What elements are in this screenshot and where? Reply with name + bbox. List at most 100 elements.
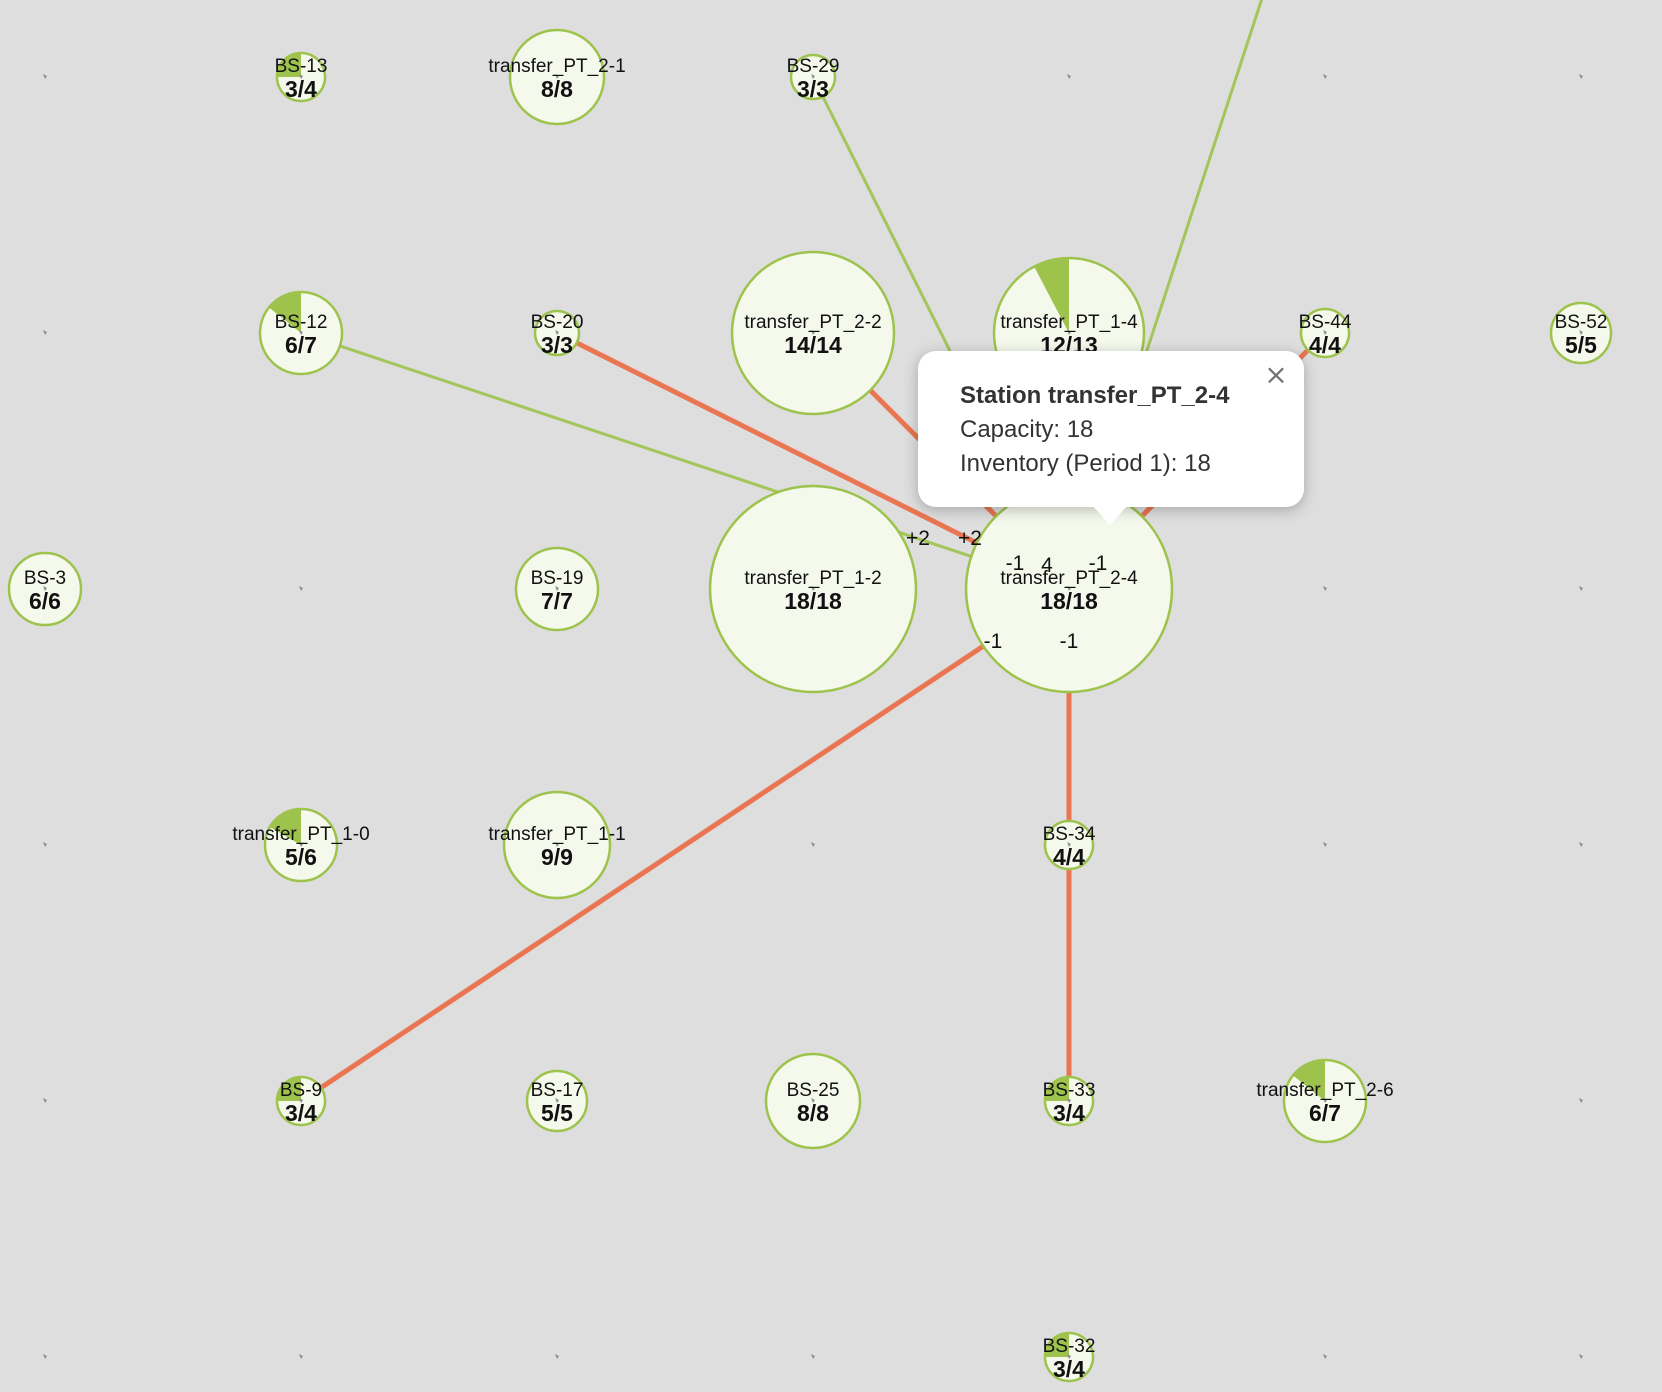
location-marker-icon (43, 74, 47, 79)
station-popup: × Station transfer_PT_2-4 Capacity: 18 I… (918, 351, 1304, 507)
station-count: 18/18 (1040, 588, 1098, 614)
marker-layer (43, 74, 1583, 1359)
flow-label: -1 (1006, 552, 1025, 575)
station-count: 6/7 (1309, 1100, 1341, 1126)
station-count: 8/8 (541, 76, 573, 102)
location-marker-icon (1323, 586, 1327, 591)
station-transfer_PT_2-1[interactable]: transfer_PT_2-18/8 (488, 28, 626, 126)
station-name: BS-34 (1043, 824, 1096, 845)
location-marker-icon (299, 1354, 303, 1359)
location-marker-icon (811, 1354, 815, 1359)
location-marker-icon (555, 1098, 559, 1103)
location-marker-icon (299, 842, 303, 847)
location-marker-icon (1323, 1098, 1327, 1103)
location-marker-icon (555, 586, 559, 591)
location-marker-icon (811, 842, 815, 847)
station-transfer_PT_1-0[interactable]: transfer_PT_1-05/6 (232, 807, 370, 883)
station-BS-34[interactable]: BS-344/4 (1043, 819, 1096, 871)
location-marker-icon (811, 74, 815, 79)
station-transfer_PT_1-1[interactable]: transfer_PT_1-19/9 (488, 790, 626, 900)
station-BS-20[interactable]: BS-203/3 (531, 309, 584, 358)
station-count: 5/5 (1565, 332, 1597, 358)
station-count: 9/9 (541, 844, 573, 870)
location-marker-icon (1323, 1354, 1327, 1359)
vacancy-wedge (1034, 258, 1069, 333)
popup-inventory: Inventory (Period 1): 18 (960, 450, 1211, 477)
station-name: BS-17 (531, 1080, 584, 1101)
station-count: 14/14 (784, 332, 842, 358)
station-name: transfer_PT_2-4 (1000, 568, 1138, 589)
location-marker-icon (1067, 842, 1071, 847)
location-marker-icon (555, 842, 559, 847)
station-BS-12[interactable]: BS-126/7 (258, 290, 344, 376)
station-BS-33[interactable]: BS-333/4 (1043, 1075, 1096, 1127)
station-BS-25[interactable]: BS-258/8 (764, 1052, 862, 1150)
station-name: BS-12 (275, 312, 328, 333)
station-name: BS-33 (1043, 1080, 1096, 1101)
station-name: BS-9 (280, 1080, 322, 1101)
vacancy-wedge (277, 53, 301, 77)
station-count: 4/4 (1309, 332, 1341, 358)
station-count: 7/7 (541, 588, 573, 614)
flow-label-layer: +2-1-1+2-1-14 (906, 527, 1107, 653)
station-name: BS-25 (787, 1080, 840, 1101)
vacancy-wedge (268, 292, 301, 333)
station-name: transfer_PT_1-2 (744, 568, 881, 589)
location-marker-icon (299, 1098, 303, 1103)
flow-label: +2 (958, 527, 982, 550)
station-count: 6/7 (285, 332, 317, 358)
station-transfer_PT_2-2[interactable]: transfer_PT_2-214/14 (730, 250, 896, 416)
location-marker-icon (1323, 330, 1327, 335)
station-count: 5/6 (285, 844, 317, 870)
station-BS-19[interactable]: BS-197/7 (514, 546, 600, 632)
station-name: BS-3 (24, 568, 66, 589)
location-marker-icon (811, 586, 815, 591)
station-BS-29[interactable]: BS-293/3 (787, 53, 840, 102)
location-marker-icon (1323, 842, 1327, 847)
location-marker-icon (1579, 586, 1583, 591)
station-count: 5/5 (541, 1100, 573, 1126)
station-BS-52[interactable]: BS-525/5 (1549, 301, 1613, 365)
station-transfer_PT_1-2[interactable]: transfer_PT_1-218/18 (708, 484, 918, 694)
flow-line[interactable] (298, 586, 1072, 1104)
station-BS-3[interactable]: BS-36/6 (7, 551, 83, 627)
station-BS-32[interactable]: BS-323/4 (1043, 1331, 1096, 1383)
station-transfer_PT_2-6[interactable]: transfer_PT_2-66/7 (1256, 1058, 1394, 1144)
location-marker-icon (43, 586, 47, 591)
station-count: 18/18 (784, 588, 842, 614)
location-marker-icon (299, 74, 303, 79)
station-name: transfer_PT_2-6 (1256, 1080, 1393, 1101)
station-name: BS-32 (1043, 1336, 1096, 1357)
location-marker-icon (1067, 74, 1071, 79)
station-BS-9[interactable]: BS-93/4 (275, 1075, 327, 1127)
vacancy-wedge (1045, 1333, 1069, 1357)
location-marker-icon (43, 330, 47, 335)
flow-line[interactable] (299, 331, 1071, 591)
location-marker-icon (299, 586, 303, 591)
popup-title: Station transfer_PT_2-4 (960, 382, 1230, 409)
station-count: 4/4 (1053, 844, 1085, 870)
vacancy-wedge (1045, 1077, 1069, 1101)
station-name: BS-29 (787, 56, 840, 77)
location-marker-icon (1067, 1098, 1071, 1103)
location-marker-icon (43, 1354, 47, 1359)
station-BS-17[interactable]: BS-175/5 (525, 1069, 589, 1133)
location-marker-icon (43, 842, 47, 847)
station-name: transfer_PT_1-0 (232, 824, 369, 845)
location-marker-icon (555, 1354, 559, 1359)
location-marker-icon (555, 330, 559, 335)
station-transfer_PT_2-4[interactable]: transfer_PT_2-418/18 (964, 484, 1174, 694)
station-name: transfer_PT_2-2 (744, 312, 881, 333)
station-BS-44[interactable]: BS-444/4 (1299, 307, 1352, 359)
location-marker-icon (811, 330, 815, 335)
station-BS-13[interactable]: BS-133/4 (275, 51, 328, 103)
station-count: 3/3 (797, 76, 829, 102)
station-name: BS-52 (1555, 312, 1608, 333)
close-icon[interactable]: × (1264, 358, 1288, 391)
station-name: BS-19 (531, 568, 584, 589)
location-marker-icon (1579, 1354, 1583, 1359)
flow-label: -1 (1089, 552, 1108, 575)
vacancy-wedge (269, 809, 301, 845)
